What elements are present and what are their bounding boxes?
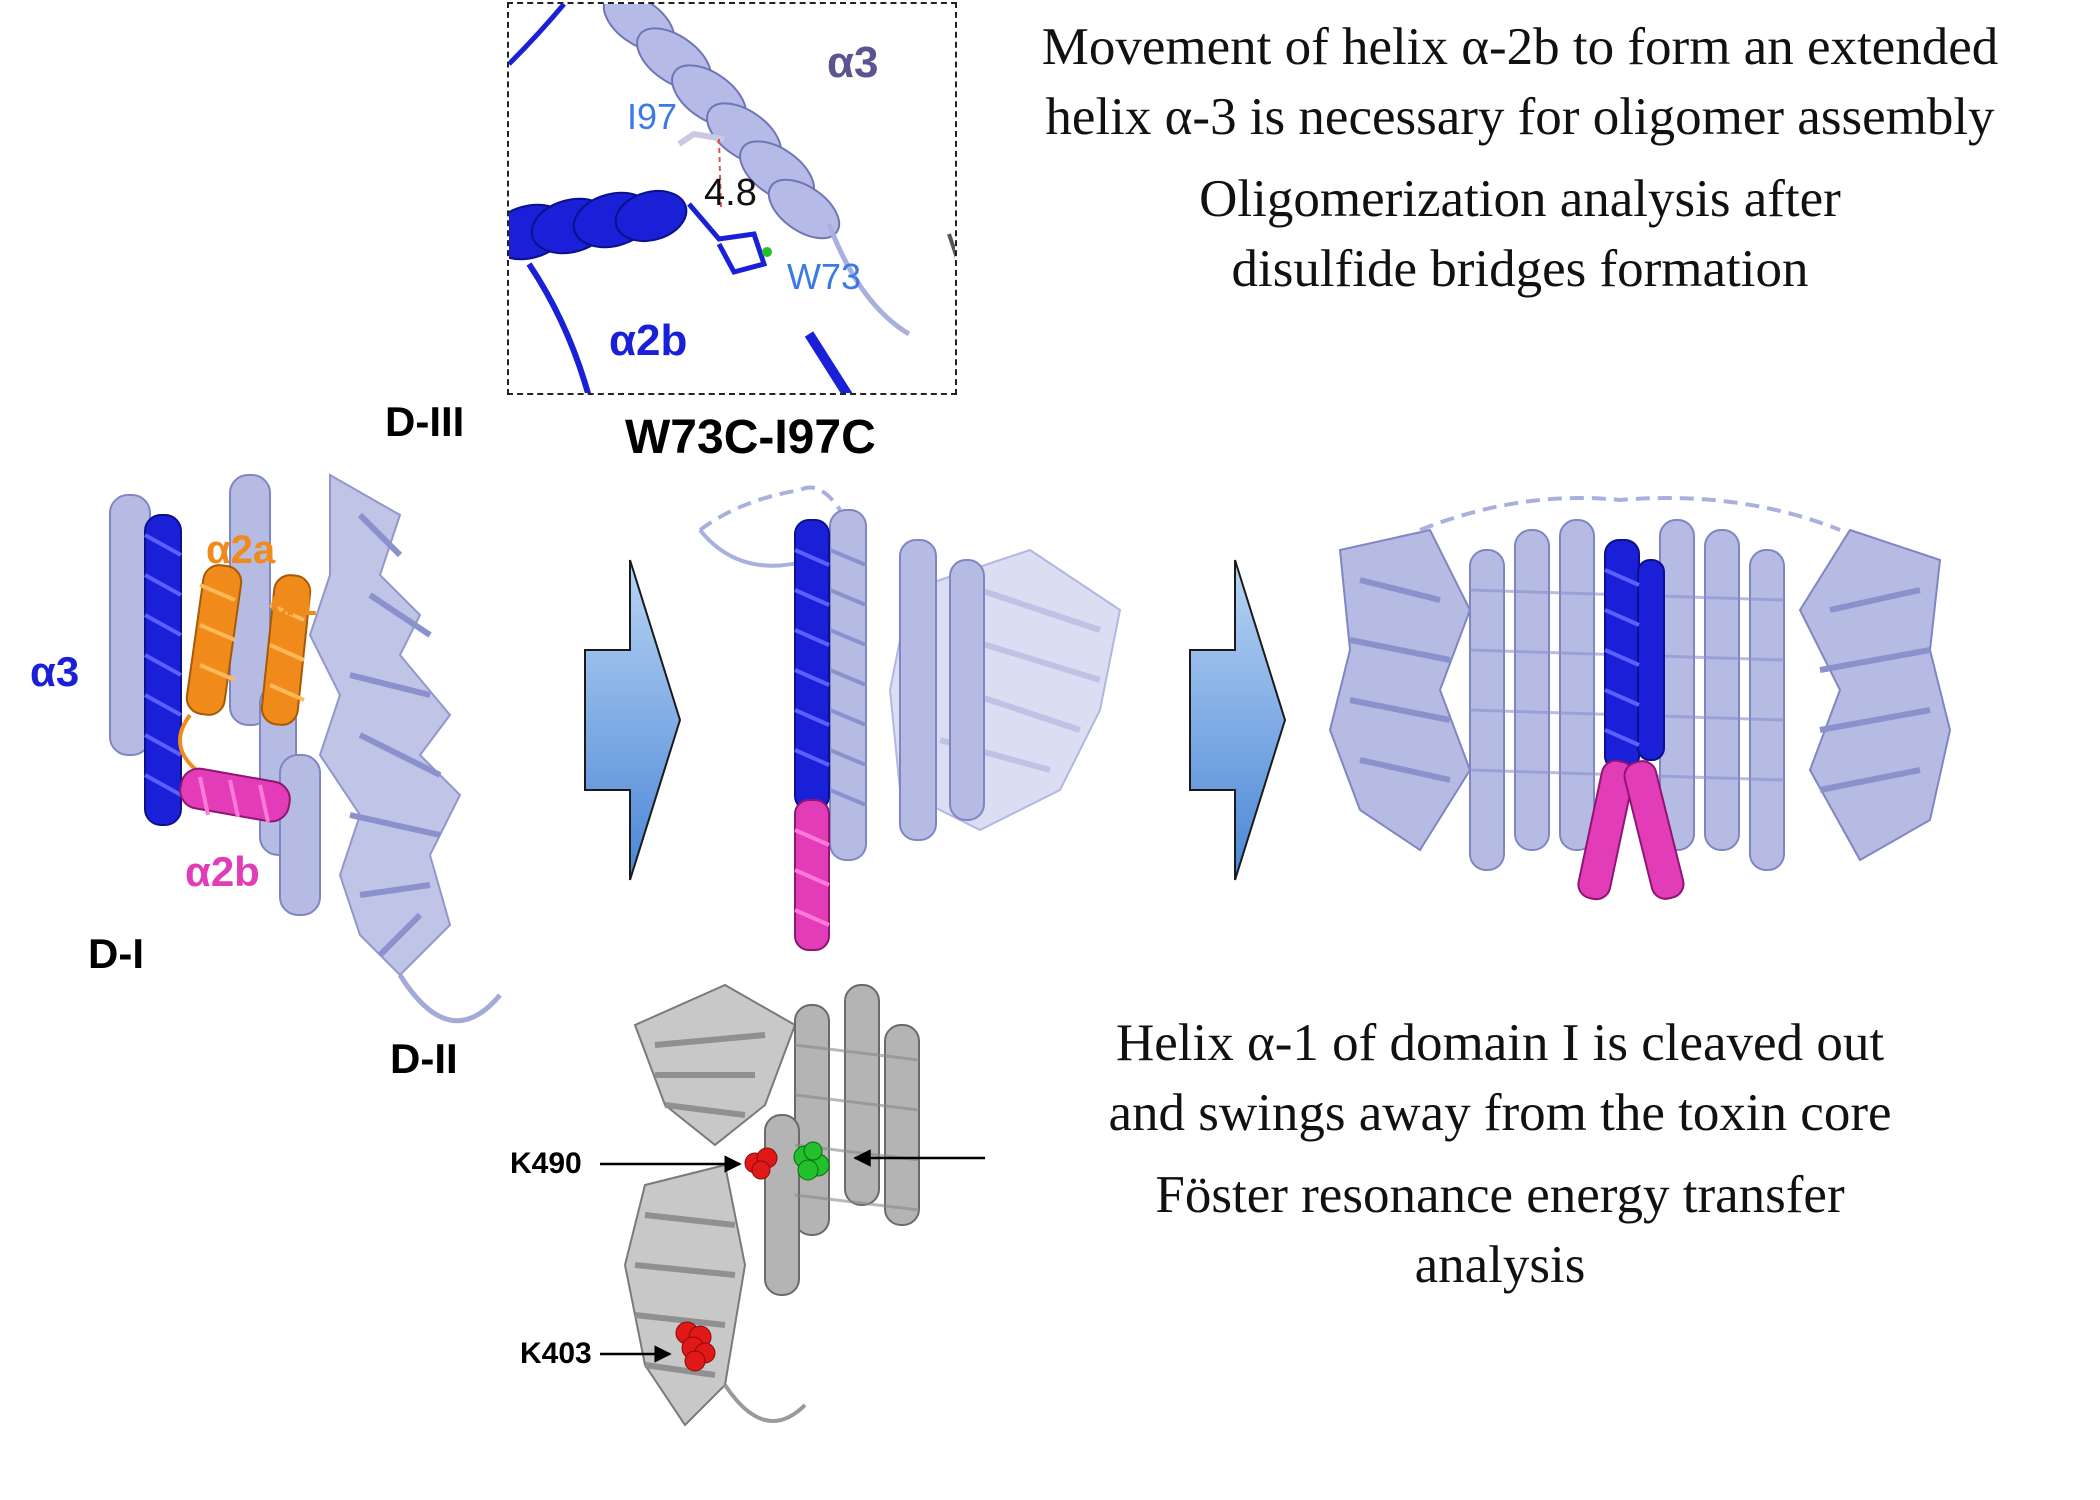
monomer-alpha3-helix [144, 514, 182, 826]
extended-alpha2b-helix [794, 799, 830, 951]
bottom-caption: Helix α-1 of domain I is cleaved out and… [1000, 1008, 2000, 1300]
oligomer-alpha2b-helices [1577, 759, 1685, 901]
label-domain-iii: D-III [385, 398, 465, 445]
k403-spheres [675, 1321, 716, 1372]
bottom-caption-line-4: analysis [1414, 1236, 1586, 1294]
top-caption-line-1: Movement of helix α-2b to form an extend… [1041, 18, 1999, 76]
inset-label-alpha3: α3 [827, 38, 879, 87]
k490-spheres [744, 1147, 778, 1180]
top-caption-line-3: Oligomerization analysis after [1199, 170, 1841, 228]
fret-green-spheres [793, 1141, 830, 1181]
label-alpha2b-left: α2b [185, 848, 260, 895]
inset-caption: W73C-I97C [625, 411, 876, 464]
inset-label-w73: W73 [787, 256, 862, 297]
label-domain-ii: D-II [390, 1035, 458, 1082]
inset-label-distance: 4.8 [704, 172, 757, 214]
top-caption-line-4: disulfide bridges formation [1231, 240, 1809, 298]
label-alpha3-left: α3 [30, 648, 80, 695]
fret-arrows [600, 1149, 985, 1363]
inset-label-alpha2b: α2b [609, 316, 688, 365]
monomer-alpha1-helix [260, 574, 312, 726]
oligomer-structure [1328, 496, 1952, 901]
monomer-structure [109, 473, 502, 1024]
top-caption-line-2: helix α-3 is necessary for oligomer asse… [1045, 88, 1995, 146]
bottom-caption-line-2: and swings away from the toxin core [1108, 1084, 1892, 1142]
inset-alpha3-helix [602, 4, 841, 240]
extended-structure [698, 485, 1122, 951]
monomer-alpha2b-helix [179, 767, 291, 823]
inset-structure [509, 4, 955, 393]
bottom-caption-line-3: Föster resonance energy transfer [1155, 1166, 1845, 1224]
label-alpha2a: α2a [206, 528, 276, 572]
extended-alpha3-helix [794, 519, 830, 811]
oligomer-alpha3-helices [1604, 539, 1665, 771]
arrow-1 [584, 559, 682, 881]
monomer-beta-domains [308, 473, 462, 977]
label-k490: K490 [510, 1147, 582, 1180]
label-alpha1: α1 [270, 580, 317, 624]
inset-box: α3 I97 4.8 W73 α2b [507, 2, 957, 395]
inset-label-i97: I97 [627, 96, 678, 137]
label-domain-i: D-I [88, 930, 144, 977]
monomer-alpha2a-helix [185, 564, 243, 716]
top-caption: Movement of helix α-2b to form an extend… [960, 12, 2080, 304]
inset-alpha2b-helix [509, 190, 688, 261]
label-k403: K403 [520, 1337, 592, 1370]
bottom-caption-line-1: Helix α-1 of domain I is cleaved out [1115, 1014, 1885, 1072]
arrow-2 [1189, 559, 1287, 881]
